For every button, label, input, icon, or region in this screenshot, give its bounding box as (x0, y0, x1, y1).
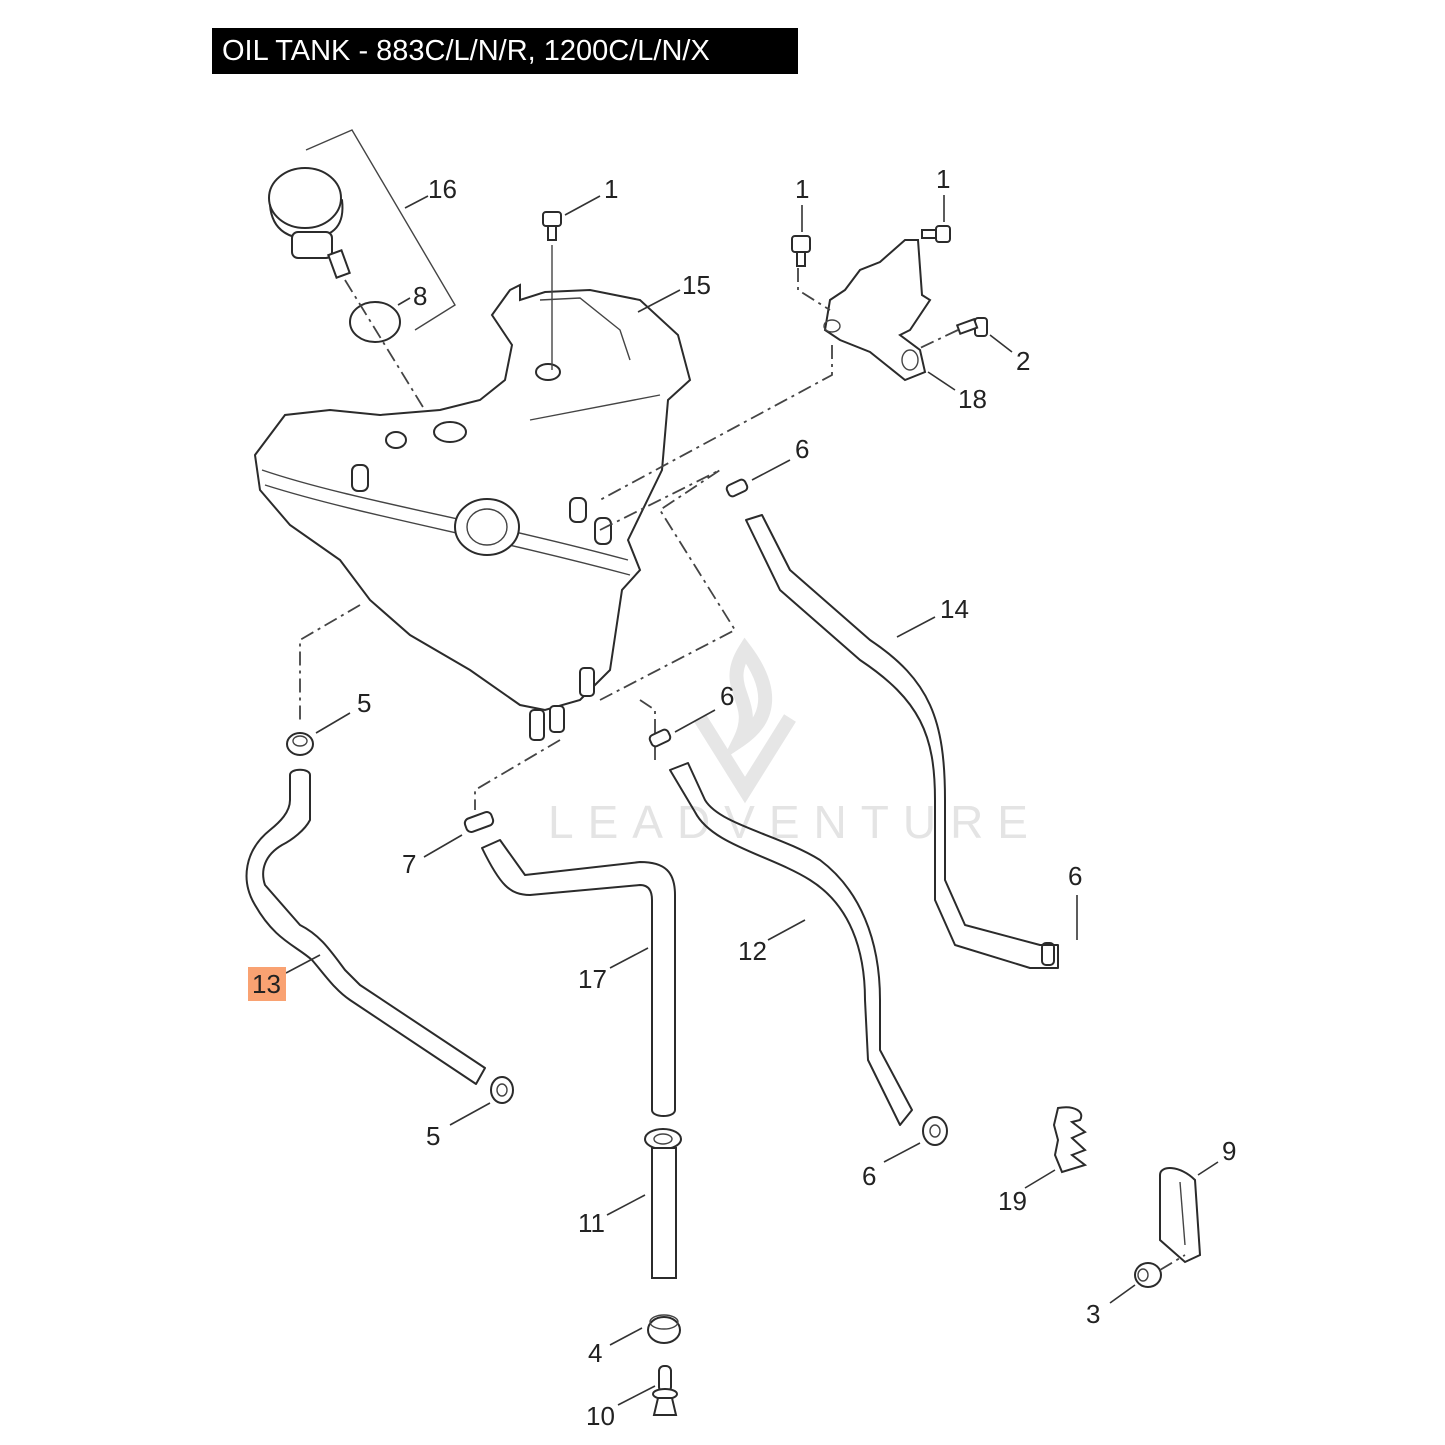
callout-13-highlight (248, 967, 286, 1001)
callout-label[interactable]: 15 (682, 270, 711, 300)
part-3-nut[interactable] (1134, 1262, 1162, 1288)
callout-label[interactable]: 6 (720, 681, 734, 711)
watermark-text: LEADVENTURE (548, 796, 1042, 848)
part-6-clamp-b[interactable] (648, 728, 672, 748)
part-14-hose[interactable] (745, 514, 1059, 969)
part-19-clip[interactable] (1052, 1106, 1088, 1174)
part-6-clamp-a[interactable] (725, 478, 749, 498)
diagram-title-text: OIL TANK - 883C/L/N/R, 1200C/L/N/X (222, 34, 710, 67)
callout-label[interactable]: 7 (402, 849, 416, 879)
part-1-bolt-bracket-left[interactable] (791, 235, 811, 267)
callout-label[interactable]: 2 (1016, 346, 1030, 376)
callout-label[interactable]: 5 (357, 688, 371, 718)
callout-label[interactable]: 1 (936, 164, 950, 194)
part-8-o-ring[interactable] (349, 301, 401, 343)
callout-label[interactable]: 16 (428, 174, 457, 204)
part-6-clamp-c[interactable] (1041, 942, 1055, 966)
part-17-hose[interactable] (481, 839, 676, 1117)
part-16-filler-cap[interactable] (268, 129, 456, 331)
watermark: LEADVENTURE (548, 637, 1042, 848)
callout-label[interactable]: 3 (1086, 1299, 1100, 1329)
part-4-nut[interactable] (647, 1314, 681, 1344)
callout-label[interactable]: 9 (1222, 1136, 1236, 1166)
callout-label[interactable]: 14 (940, 594, 969, 624)
part-5-clamp-a[interactable] (286, 732, 314, 756)
callout-label[interactable]: 1 (795, 174, 809, 204)
callout-label[interactable]: 8 (413, 281, 427, 311)
part-12-hose[interactable] (669, 762, 913, 1126)
part-15-oil-tank[interactable] (253, 283, 692, 741)
part-2-bolt[interactable] (955, 317, 988, 337)
callout-label[interactable]: 18 (958, 384, 987, 414)
part-1-bolt-bracket-right[interactable] (921, 225, 951, 243)
part-18-mounting-bracket[interactable] (823, 239, 932, 382)
callout-label-highlighted[interactable]: 13 (252, 969, 281, 999)
part-1-bolt-tank[interactable] (542, 211, 562, 241)
callout-label[interactable]: 11 (578, 1208, 605, 1238)
callout-label[interactable]: 4 (588, 1338, 602, 1368)
part-5-clamp-b[interactable] (490, 1076, 514, 1104)
watermark-v-icon (694, 714, 796, 804)
part-11-standpipe[interactable] (644, 1128, 682, 1279)
callout-label[interactable]: 6 (1068, 861, 1082, 891)
callout-label[interactable]: 17 (578, 964, 607, 994)
part-7-clamp[interactable] (463, 811, 495, 834)
diagram-title: OIL TANK - 883C/L/N/R, 1200C/L/N/X (212, 28, 798, 74)
callout-label[interactable]: 19 (998, 1186, 1027, 1216)
callout-label[interactable]: 1 (604, 174, 618, 204)
watermark-flame-icon (721, 637, 773, 761)
part-13-hose[interactable] (245, 768, 486, 1085)
callout-labels: 16 8 1 15 1 1 2 18 6 14 5 6 7 6 13 17 12… (252, 164, 1236, 1431)
callout-label[interactable]: 6 (795, 434, 809, 464)
callout-label[interactable]: 12 (738, 936, 767, 966)
part-10-drain-plug[interactable] (652, 1365, 678, 1416)
callout-leaders (285, 195, 1219, 1406)
callout-label[interactable]: 5 (426, 1121, 440, 1151)
callout-label[interactable]: 10 (586, 1401, 615, 1431)
part-6-clamp-d[interactable] (922, 1116, 948, 1146)
callout-label[interactable]: 6 (862, 1161, 876, 1191)
part-9-loop-clamp[interactable] (1159, 1167, 1202, 1264)
